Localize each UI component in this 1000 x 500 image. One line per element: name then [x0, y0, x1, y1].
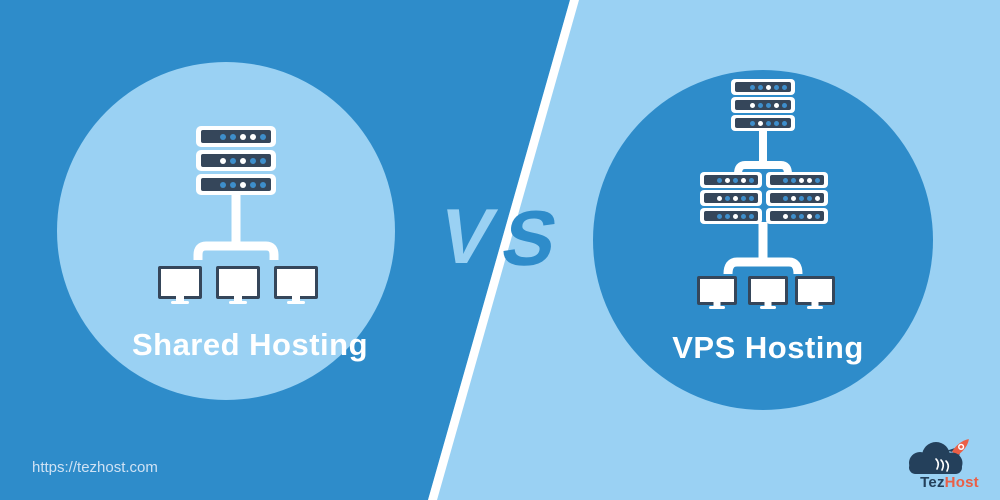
server-slab	[731, 115, 795, 131]
led-dot	[250, 181, 256, 188]
led-dot	[220, 157, 226, 164]
cloud-icon	[909, 442, 963, 474]
led-dot	[782, 102, 787, 108]
led-dot	[749, 177, 754, 183]
led-dot	[783, 195, 788, 201]
led-dot	[250, 157, 256, 164]
led-dot	[741, 177, 746, 183]
client-monitor-icon	[697, 276, 737, 305]
led-dot	[230, 157, 236, 164]
led-dot	[240, 133, 246, 140]
client-monitor-icon	[216, 266, 260, 299]
led-dot	[725, 195, 730, 201]
client-monitor-icon	[748, 276, 788, 305]
client-monitor-icon	[158, 266, 202, 299]
led-dot	[815, 213, 820, 219]
led-dot	[733, 195, 738, 201]
led-dot	[758, 102, 763, 108]
server-slab	[196, 150, 276, 171]
led-dot	[783, 177, 788, 183]
led-dot	[220, 133, 226, 140]
server-slab	[700, 190, 762, 206]
led-dot	[717, 213, 722, 219]
client-monitor-icon	[274, 266, 318, 299]
server-slab	[700, 172, 762, 188]
led-dot	[260, 181, 266, 188]
server-slab	[766, 190, 828, 206]
server-slab	[731, 97, 795, 113]
brand-name-part2: Host	[944, 474, 979, 491]
vps-child-server-rack-icon	[766, 172, 828, 226]
led-dot	[725, 213, 730, 219]
led-dot	[749, 195, 754, 201]
client-monitor-icon	[795, 276, 835, 305]
led-dot	[733, 177, 738, 183]
led-dot	[799, 213, 804, 219]
led-dot	[807, 177, 812, 183]
server-slab	[731, 79, 795, 95]
led-dot	[750, 84, 755, 90]
server-slab	[196, 126, 276, 147]
led-dot	[230, 133, 236, 140]
led-dot	[240, 157, 246, 164]
led-dot	[260, 133, 266, 140]
led-dot	[774, 84, 779, 90]
vps-child-server-rack-icon	[700, 172, 762, 226]
led-dot	[766, 120, 771, 126]
vps-hosting-title: VPS Hosting	[672, 330, 864, 365]
led-dot	[750, 120, 755, 126]
led-dot	[799, 195, 804, 201]
led-dot	[774, 102, 779, 108]
footer-url: https://tezhost.com	[32, 459, 158, 476]
led-dot	[799, 177, 804, 183]
led-dot	[717, 177, 722, 183]
led-dot	[791, 213, 796, 219]
brand-name-part1: Tez	[920, 474, 945, 491]
cloud-rocket-logo-icon	[909, 439, 969, 474]
vps-parent-server-rack-icon	[731, 79, 795, 133]
led-dot	[250, 133, 256, 140]
led-dot	[807, 213, 812, 219]
led-dot	[733, 213, 738, 219]
shared-server-rack-icon	[196, 126, 276, 198]
led-dot	[791, 195, 796, 201]
led-dot	[240, 181, 246, 188]
led-dot	[774, 120, 779, 126]
led-dot	[782, 84, 787, 90]
led-dot	[807, 195, 812, 201]
led-dot	[815, 177, 820, 183]
led-dot	[758, 120, 763, 126]
led-dot	[783, 213, 788, 219]
led-dot	[741, 213, 746, 219]
shared-hosting-title: Shared Hosting	[131, 327, 369, 362]
brand-wordmark: TezHost	[902, 474, 997, 491]
led-dot	[230, 181, 236, 188]
led-dot	[260, 157, 266, 164]
led-dot	[791, 177, 796, 183]
server-slab	[700, 208, 762, 224]
led-dot	[725, 177, 730, 183]
shared-hosting-circle	[57, 62, 395, 400]
led-dot	[717, 195, 722, 201]
server-slab	[196, 174, 276, 195]
led-dot	[749, 213, 754, 219]
led-dot	[766, 102, 771, 108]
rocket-speed-lines-icon	[935, 458, 950, 472]
led-dot	[758, 84, 763, 90]
led-dot	[815, 195, 820, 201]
led-dot	[782, 120, 787, 126]
led-dot	[766, 84, 771, 90]
led-dot	[220, 181, 226, 188]
led-dot	[750, 102, 755, 108]
server-slab	[766, 172, 828, 188]
led-dot	[741, 195, 746, 201]
server-slab	[766, 208, 828, 224]
